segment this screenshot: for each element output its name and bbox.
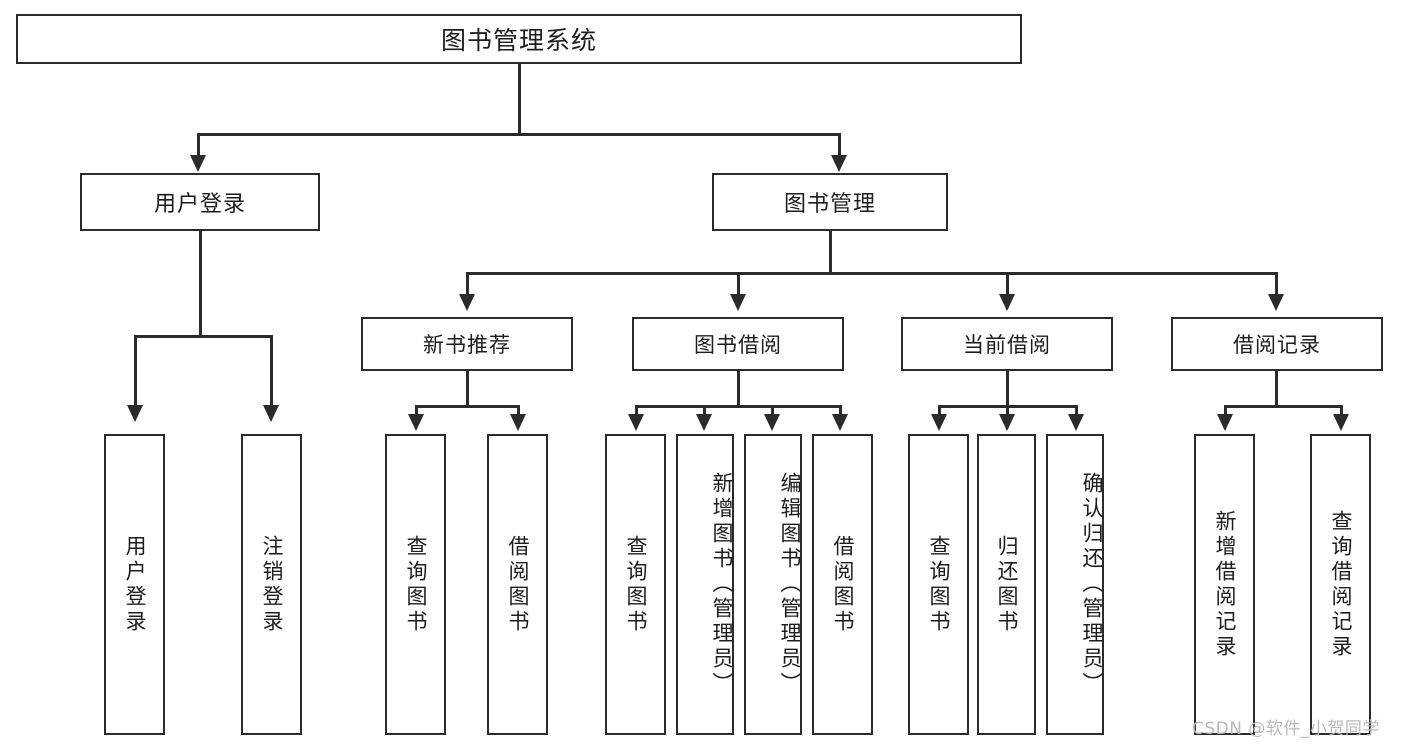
connector-user-login-stem [199,231,202,337]
node-label: 图书管理系统 [440,26,597,55]
node-label: 图书借阅 [694,333,782,357]
arrowhead-current-borrow [999,294,1015,311]
leaf-book-borrow-borrow-book[interactable]: 借阅图书 [812,434,873,735]
node-label: 查询图书 [404,534,428,635]
leaf-borrow-record-query-record[interactable]: 查询借阅记录 [1310,434,1371,735]
arrowhead-user-login [190,155,206,172]
node-book-borrow[interactable]: 图书借阅 [632,317,844,371]
node-label: 查询图书 [624,534,648,635]
connector-book-management-drop-2 [737,272,740,300]
arrowhead-user-login-leaf-1 [127,405,143,422]
node-root-book-management-system[interactable]: 图书管理系统 [16,14,1022,64]
connector-book-management-drop-4 [1275,272,1278,300]
connector-nbr-drop-2 [517,405,520,417]
node-label: 新增借阅记录 [1213,509,1237,660]
node-book-management[interactable]: 图书管理 [712,173,948,231]
connector-br-drop-2 [1340,405,1343,417]
node-user-login[interactable]: 用户登录 [80,173,320,231]
connector-book-management-stem [829,231,832,274]
connector-cb-drop-3 [1075,405,1078,417]
node-label: 注销登录 [260,534,284,635]
connector-cb-drop-1 [938,405,941,417]
connector-user-login-bus [134,335,273,338]
connector-bb-drop-1 [635,405,638,417]
node-new-book-recommend[interactable]: 新书推荐 [361,317,573,371]
connector-br-drop-1 [1224,405,1227,417]
arrowhead-cb-leaf-2 [999,414,1015,431]
leaf-user-login-login[interactable]: 用户登录 [104,434,165,735]
leaf-current-borrow-return-book[interactable]: 归还图书 [977,434,1036,735]
node-label: 用户登录 [123,534,147,635]
leaf-book-borrow-query-book[interactable]: 查询图书 [605,434,666,735]
connector-root-bus [197,133,841,136]
arrowhead-br-leaf-1 [1217,414,1233,431]
node-label: 借阅记录 [1233,333,1321,357]
arrowhead-cb-leaf-3 [1068,414,1084,431]
leaf-book-borrow-add-book-admin[interactable]: 新增图书（管理员） [676,434,734,735]
arrowhead-cb-leaf-1 [931,414,947,431]
connector-root-drop-user-login [197,133,200,161]
arrowhead-bb-leaf-1 [628,414,644,431]
leaf-book-borrow-edit-book-admin[interactable]: 编辑图书（管理员） [744,434,802,735]
leaf-borrow-record-add-record[interactable]: 新增借阅记录 [1194,434,1255,735]
connector-bb-drop-4 [839,405,842,417]
leaf-new-book-borrow-book[interactable]: 借阅图书 [487,434,548,735]
node-label: 归还图书 [995,534,1019,635]
connector-nbr-drop-1 [415,405,418,417]
connector-borrow-record-stem [1275,371,1278,407]
node-label: 用户登录 [153,192,246,217]
node-label: 图书管理 [783,192,876,217]
connector-book-management-drop-1 [466,272,469,300]
node-borrow-record[interactable]: 借阅记录 [1171,317,1383,371]
node-label: 当前借阅 [963,333,1051,357]
connector-root-drop-book-management [838,133,841,161]
connector-book-management-drop-3 [1006,272,1009,300]
arrowhead-bb-leaf-3 [764,414,780,431]
arrowhead-book-management [831,155,847,172]
leaf-current-borrow-query-book[interactable]: 查询图书 [908,434,969,735]
node-label: 编辑图书（管理员） [778,472,802,697]
connector-root-stem [518,64,521,136]
connector-book-management-bus [466,272,1278,275]
node-label: 查询借阅记录 [1329,509,1353,660]
arrowhead-nbr-leaf-1 [408,414,424,431]
arrowhead-new-book-recommend [459,294,475,311]
connector-bb-drop-2 [703,405,706,417]
arrowhead-bb-leaf-2 [696,414,712,431]
connector-new-book-recommend-stem [466,371,469,407]
node-label: 新书推荐 [423,333,511,357]
arrowhead-nbr-leaf-2 [510,414,526,431]
leaf-current-borrow-confirm-return-admin[interactable]: 确认归还（管理员） [1046,434,1104,735]
connector-user-login-drop-1 [134,335,137,409]
arrowhead-bb-leaf-4 [832,414,848,431]
arrowhead-borrow-record [1268,294,1284,311]
leaf-new-book-query-book[interactable]: 查询图书 [385,434,446,735]
arrowhead-br-leaf-2 [1333,414,1349,431]
connector-new-book-recommend-bus [415,405,520,408]
node-label: 新增图书（管理员） [710,472,734,697]
node-label: 查询图书 [927,534,951,635]
arrowhead-user-login-leaf-2 [263,405,279,422]
connector-book-borrow-stem [737,371,740,407]
arrowhead-book-borrow [730,294,746,311]
node-label: 确认归还（管理员） [1080,472,1104,697]
connector-borrow-record-bus [1224,405,1343,408]
node-label: 借阅图书 [831,534,855,635]
node-label: 借阅图书 [506,534,530,635]
watermark-text: CSDN @软件_小贺同学 [1192,719,1380,739]
connector-bb-drop-3 [771,405,774,417]
leaf-user-login-logout[interactable]: 注销登录 [241,434,302,735]
connector-user-login-drop-2 [270,335,273,409]
node-current-borrow[interactable]: 当前借阅 [901,317,1113,371]
connector-book-borrow-bus [635,405,842,408]
connector-cb-drop-2 [1006,405,1009,417]
connector-current-borrow-stem [1006,371,1009,407]
